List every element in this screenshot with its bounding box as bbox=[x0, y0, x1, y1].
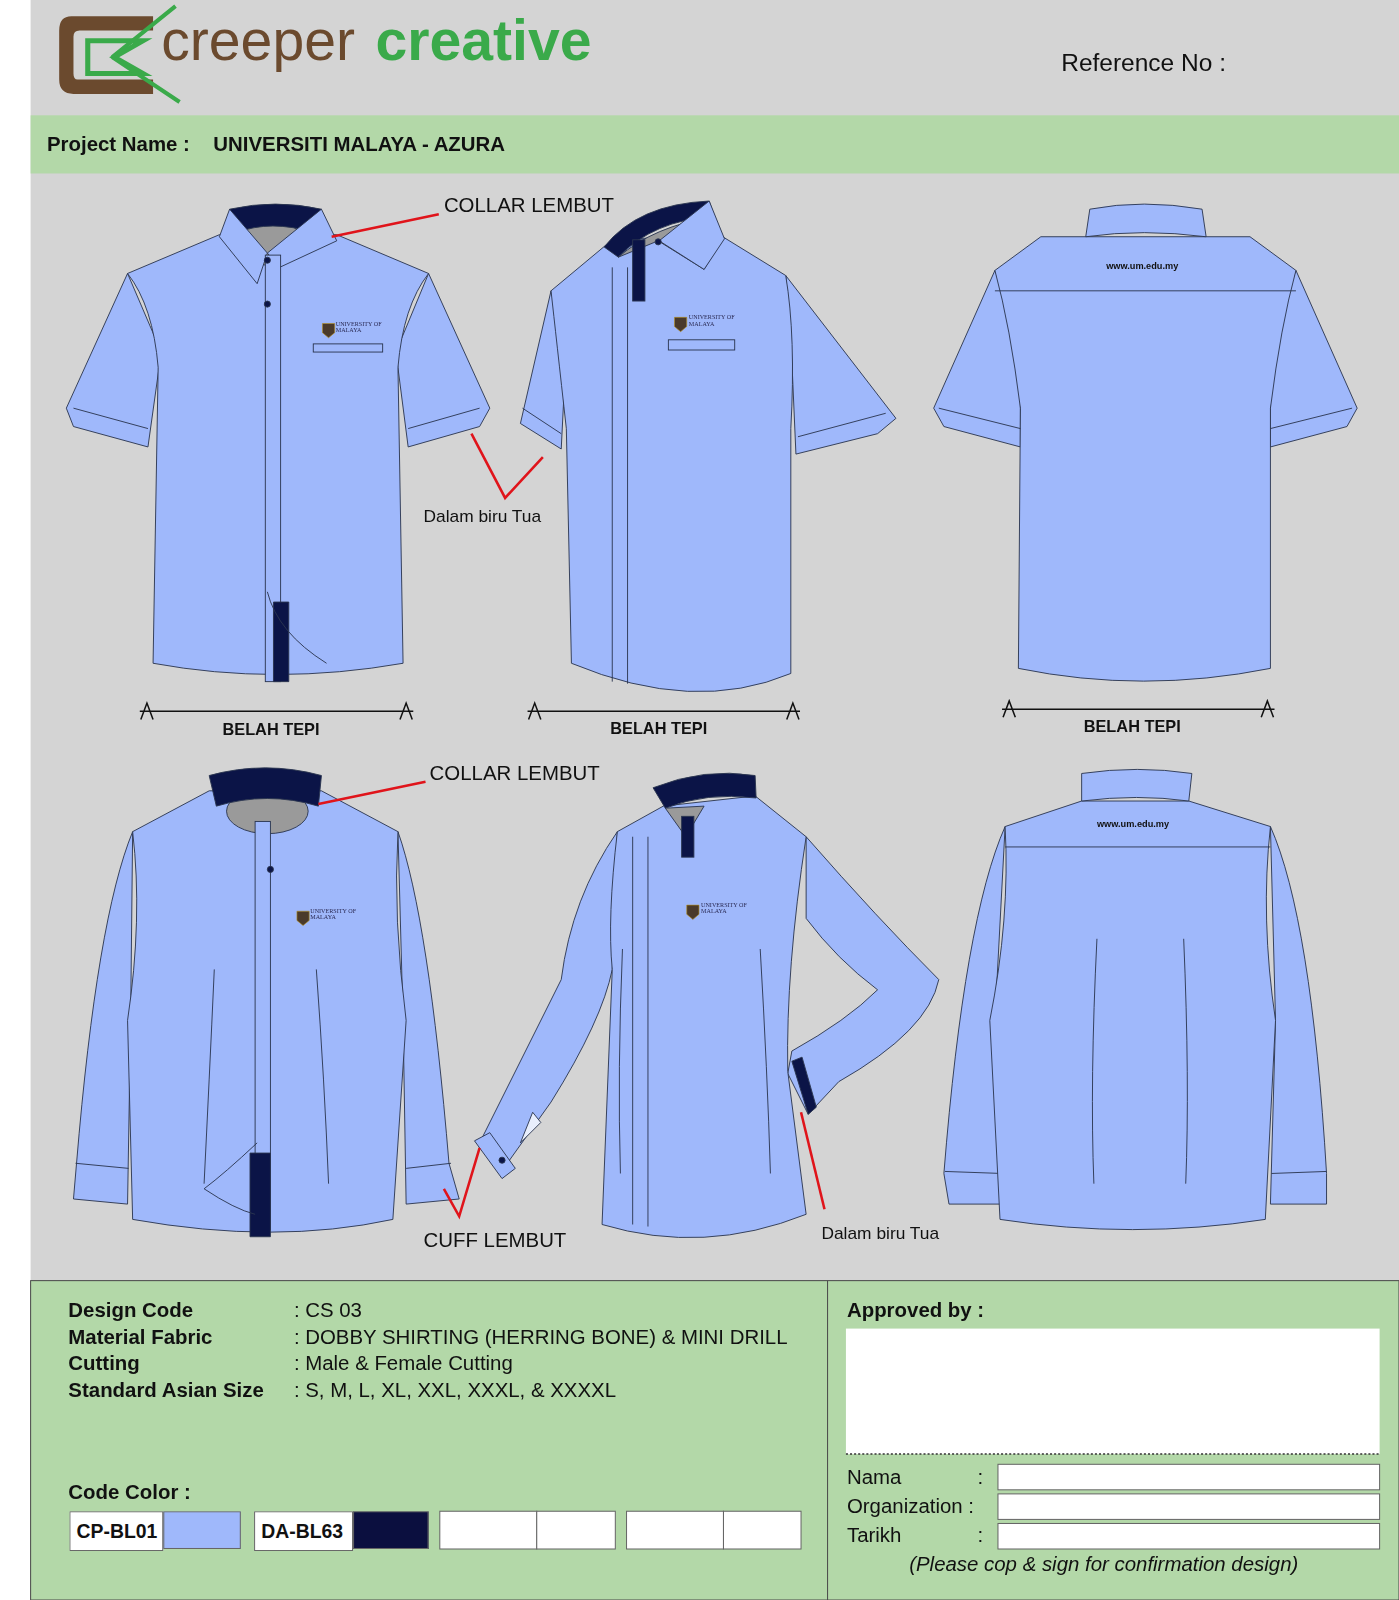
color-code-box: DA-BL63 bbox=[254, 1511, 353, 1551]
dimension-label: BELAH TEPI bbox=[610, 719, 707, 738]
callout-label: COLLAR LEMBUT bbox=[444, 194, 614, 217]
logo-word: creeper bbox=[161, 8, 355, 74]
spec-value: : DOBBY SHIRTING (HERRING BONE) & MINI D… bbox=[294, 1326, 788, 1349]
project-band: Project Name : UNIVERSITI MALAYA - AZURA bbox=[31, 115, 1399, 173]
callout-label: Dalam biru Tua bbox=[821, 1223, 939, 1243]
color-code-box: CP-BL01 bbox=[69, 1511, 163, 1551]
section-label: Code Color : bbox=[68, 1481, 190, 1504]
spec-key: Design Code bbox=[68, 1299, 193, 1322]
color-swatch bbox=[163, 1511, 241, 1549]
node-heading: Project Name : bbox=[47, 133, 190, 156]
approval-panel: Approved by : (Please cop & sign for conf… bbox=[828, 1281, 1399, 1600]
callout-label: COLLAR LEMBUT bbox=[430, 761, 600, 784]
node-text: (Please cop & sign for confirmation desi… bbox=[909, 1553, 1298, 1576]
callout-label: CUFF LEMBUT bbox=[423, 1229, 566, 1252]
spec-key: Material Fabric bbox=[68, 1326, 212, 1349]
spec-value: : Male & Female Cutting bbox=[294, 1352, 513, 1375]
dimension-label: BELAH TEPI bbox=[1084, 717, 1181, 736]
logo-text: UNIVERSITY OF MALAYA bbox=[310, 908, 357, 920]
logo-text: UNIVERSITY OF MALAYA bbox=[336, 320, 383, 332]
reference-label: Reference No : bbox=[1061, 49, 1226, 77]
spec-value: : CS 03 bbox=[294, 1299, 362, 1322]
color-swatch bbox=[353, 1511, 429, 1549]
node-heading: Approved by : bbox=[847, 1299, 984, 1322]
form-label: Organization : bbox=[847, 1495, 974, 1518]
logo-text: UNIVERSITY OF MALAYA bbox=[689, 314, 736, 326]
logo-text: UNIVERSITY OF MALAYA bbox=[701, 902, 748, 914]
dimension-label: BELAH TEPI bbox=[222, 720, 319, 739]
spec-key: Cutting bbox=[68, 1352, 139, 1375]
callout-label: Dalam biru Tua bbox=[423, 507, 541, 527]
spec-key: Standard Asian Size bbox=[68, 1379, 263, 1402]
node-text: UNIVERSITI MALAYA - AZURA bbox=[213, 133, 505, 156]
spec-value: : S, M, L, XL, XXL, XXXL, & XXXXL bbox=[294, 1379, 616, 1402]
form-label: Tarikh bbox=[847, 1523, 901, 1546]
form-label: Nama bbox=[847, 1465, 901, 1488]
form-label: : bbox=[978, 1465, 984, 1488]
form-label: : bbox=[978, 1523, 984, 1546]
print-text: www.um.edu.my bbox=[1097, 818, 1169, 829]
print-text: www.um.edu.my bbox=[1106, 261, 1178, 272]
logo-word: creative bbox=[376, 8, 592, 74]
